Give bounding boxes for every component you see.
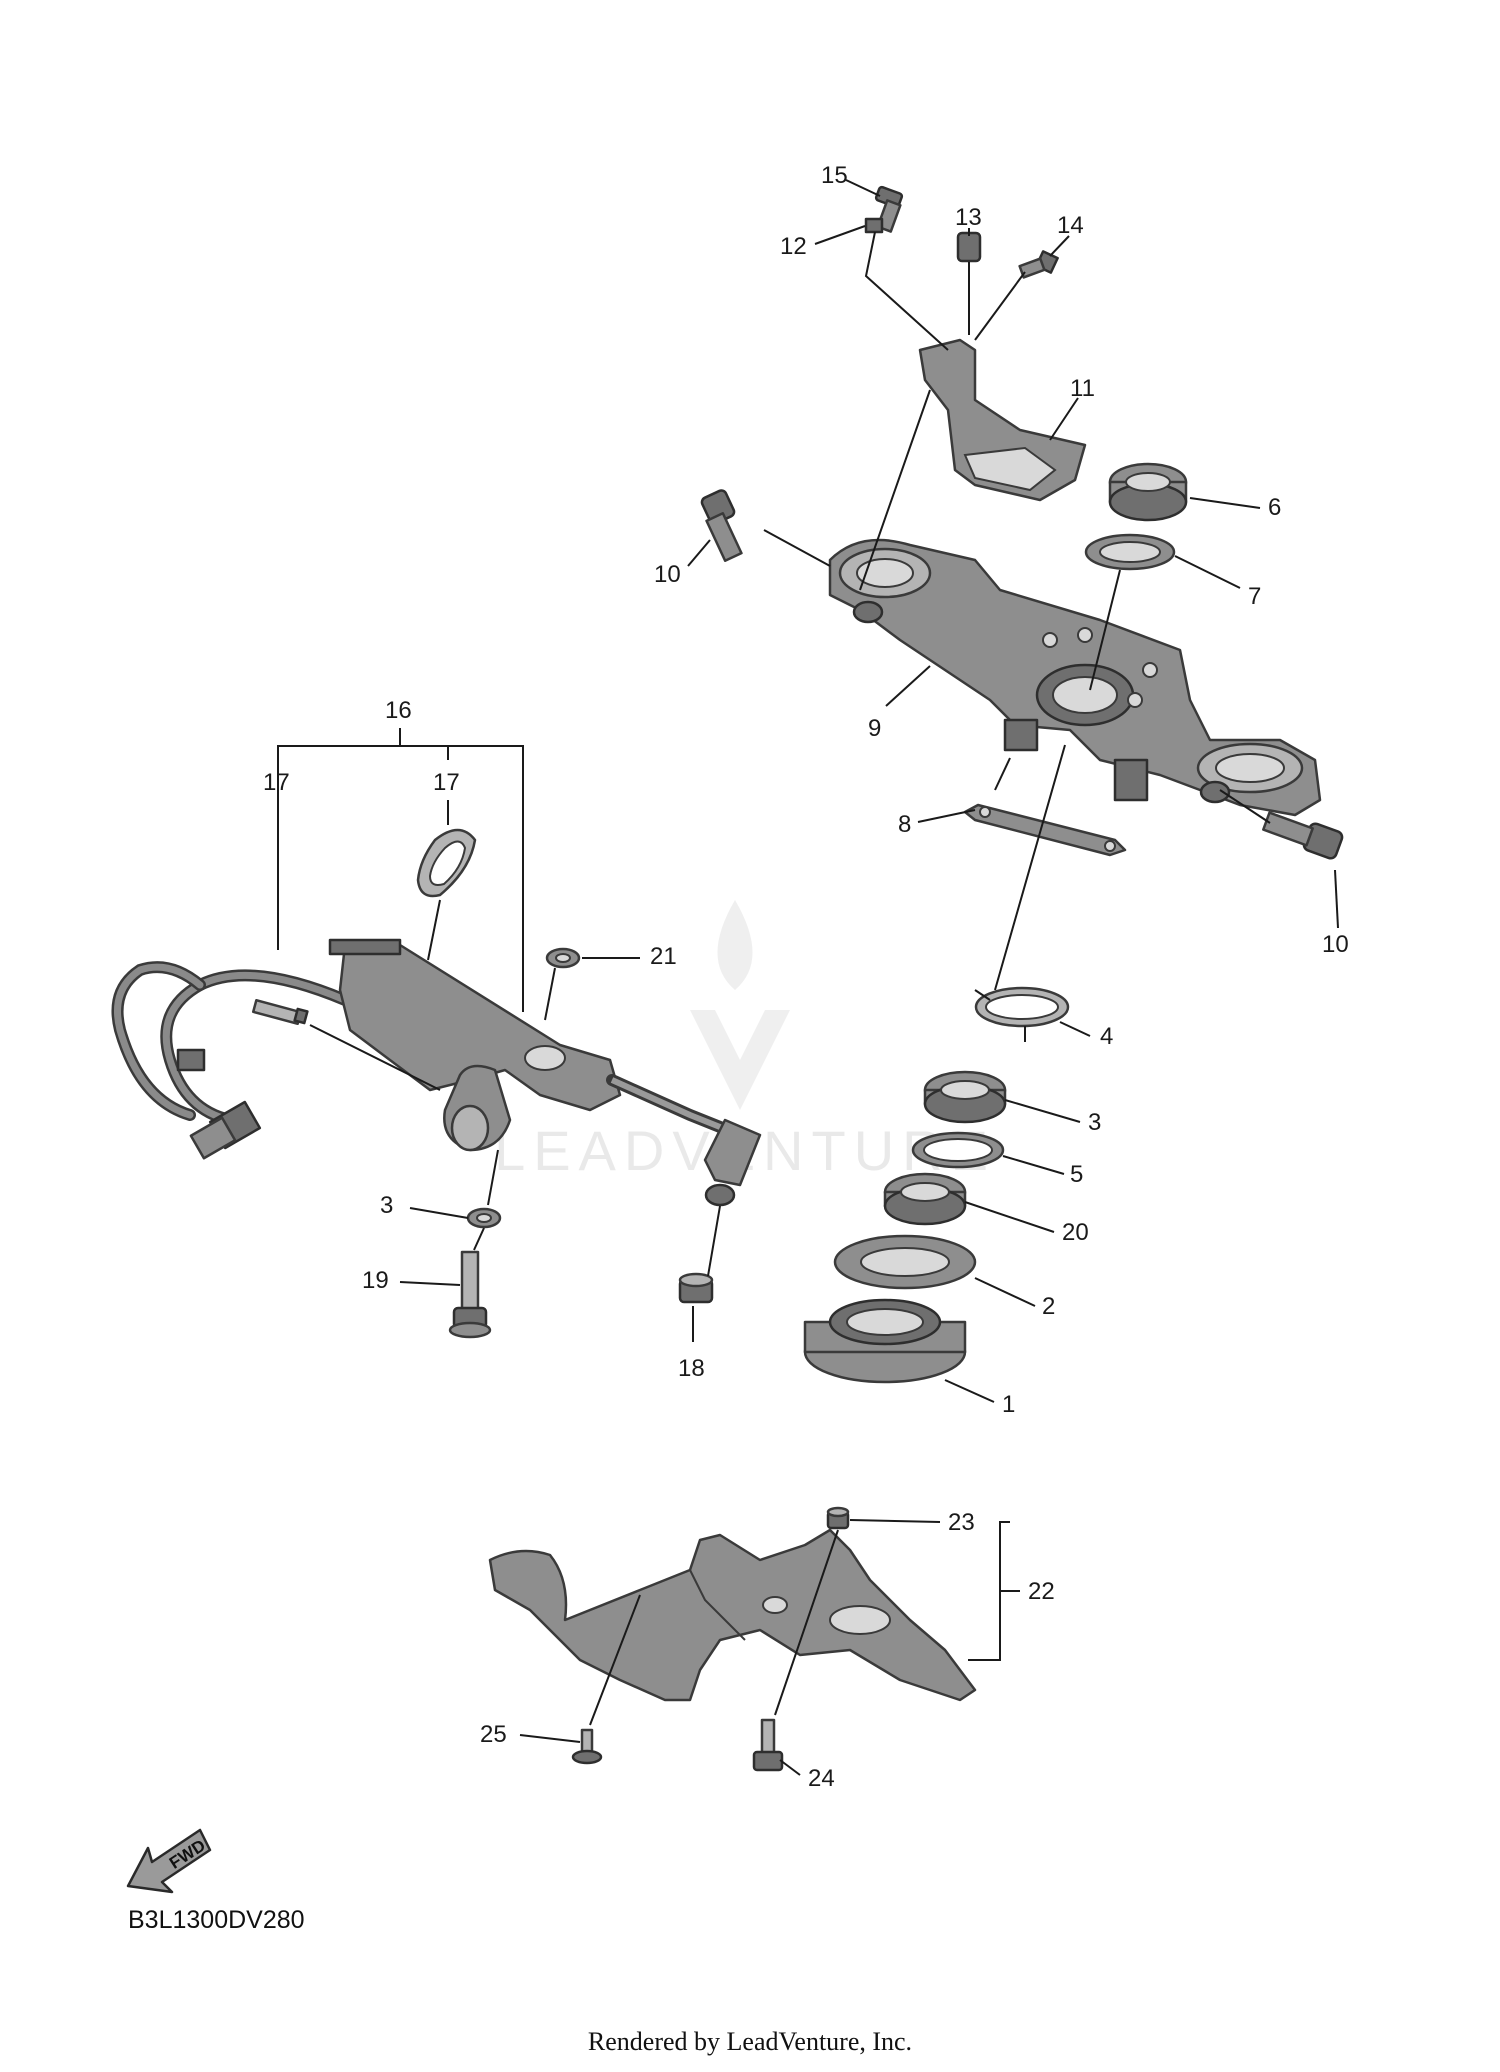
- callout-1[interactable]: 1: [1002, 1391, 1015, 1418]
- upper-bracket-assembly: [700, 185, 1344, 860]
- callout-10-lower[interactable]: 10: [1322, 931, 1349, 958]
- callout-22[interactable]: 22: [1028, 1578, 1055, 1605]
- callout-14[interactable]: 14: [1057, 212, 1084, 239]
- v-watermark-icon: [690, 1010, 790, 1110]
- part-3-bearing-lower[interactable]: [883, 1172, 967, 1226]
- part-17-clamp[interactable]: [416, 828, 477, 898]
- part-13-clip[interactable]: [956, 231, 982, 263]
- part-3-bearing-upper[interactable]: [923, 1070, 1007, 1124]
- callout-8[interactable]: 8: [898, 811, 911, 838]
- part-15-bolt[interactable]: [874, 185, 904, 233]
- callout-18[interactable]: 18: [678, 1355, 705, 1382]
- callout-11[interactable]: 11: [1070, 375, 1095, 402]
- part-11-bracket[interactable]: [918, 338, 1087, 502]
- leader-lines: [277, 179, 1339, 1776]
- callout-10-upper[interactable]: 10: [654, 561, 681, 588]
- steering-damper-assembly: [111, 828, 762, 1339]
- callout-13[interactable]: 13: [955, 204, 982, 231]
- forward-arrow-icon: [126, 1828, 212, 1894]
- callout-4[interactable]: 4: [1100, 1023, 1113, 1050]
- wire-clip: [176, 1048, 206, 1072]
- part-12-nut[interactable]: [864, 217, 884, 234]
- fwd-arrow: FWD: [126, 1828, 212, 1894]
- damper-connector[interactable]: [189, 1100, 262, 1160]
- part-25-screw[interactable]: [571, 1728, 603, 1765]
- callout-20[interactable]: 3: [380, 1192, 393, 1219]
- part-24-bolt[interactable]: [752, 1718, 784, 1772]
- part-4-ring[interactable]: [974, 986, 1070, 1028]
- diagram-code: B3L1300DV280: [128, 1906, 305, 1934]
- lower-cover-assembly: [488, 1506, 977, 1772]
- part-16-steering-damper[interactable]: [328, 938, 762, 1207]
- part-19-bolt[interactable]: [448, 1250, 492, 1339]
- callout-5[interactable]: 5: [1070, 1161, 1083, 1188]
- flame-watermark-icon: [717, 900, 753, 990]
- part-23-clip[interactable]: [826, 1506, 850, 1530]
- callout-21[interactable]: 21: [650, 943, 677, 970]
- footer-credit: Rendered by LeadVenture, Inc.: [588, 2027, 912, 2056]
- callout-2[interactable]: 2: [1042, 1293, 1055, 1320]
- bearing-stack: [803, 986, 1070, 1384]
- callout-3-lower[interactable]: 20: [1062, 1219, 1089, 1246]
- callout-25[interactable]: 25: [480, 1721, 507, 1748]
- part-18-nut[interactable]: [678, 1272, 714, 1304]
- callout-3-upper[interactable]: 3: [1088, 1109, 1101, 1136]
- part-10-bolt-lower[interactable]: [1262, 811, 1344, 860]
- part-2-washer[interactable]: [833, 1234, 977, 1290]
- part-5-seal[interactable]: [911, 1131, 1005, 1169]
- callout-23[interactable]: 23: [948, 1509, 975, 1536]
- part-10-bolt-upper[interactable]: [700, 489, 743, 562]
- callout-6[interactable]: 6: [1268, 494, 1281, 521]
- part-1-cover[interactable]: [803, 1298, 967, 1384]
- callout-24[interactable]: 24: [808, 1765, 835, 1792]
- callout-19[interactable]: 19: [362, 1267, 389, 1294]
- callout-17-pin[interactable]: 17: [263, 769, 290, 796]
- part-6-nut[interactable]: [1108, 462, 1188, 522]
- part-21-nut[interactable]: [545, 947, 581, 969]
- part-22-cover[interactable]: [488, 1528, 977, 1702]
- callout-7[interactable]: 7: [1248, 583, 1261, 610]
- part-9-upper-bracket[interactable]: [828, 538, 1322, 817]
- callout-15[interactable]: 15: [821, 162, 848, 189]
- callout-12[interactable]: 12: [780, 233, 807, 260]
- callout-17-clamp[interactable]: 17: [433, 769, 460, 796]
- part-17-pin[interactable]: [251, 999, 309, 1025]
- callout-labels: 15 13 14 12 11 6 10 7 9 16 17 17 8 10 21…: [263, 162, 1349, 1792]
- part-7-washer[interactable]: [1084, 533, 1176, 571]
- callout-9[interactable]: 9: [868, 715, 881, 742]
- callout-16[interactable]: 16: [385, 697, 412, 724]
- part-20-washer[interactable]: [466, 1207, 502, 1229]
